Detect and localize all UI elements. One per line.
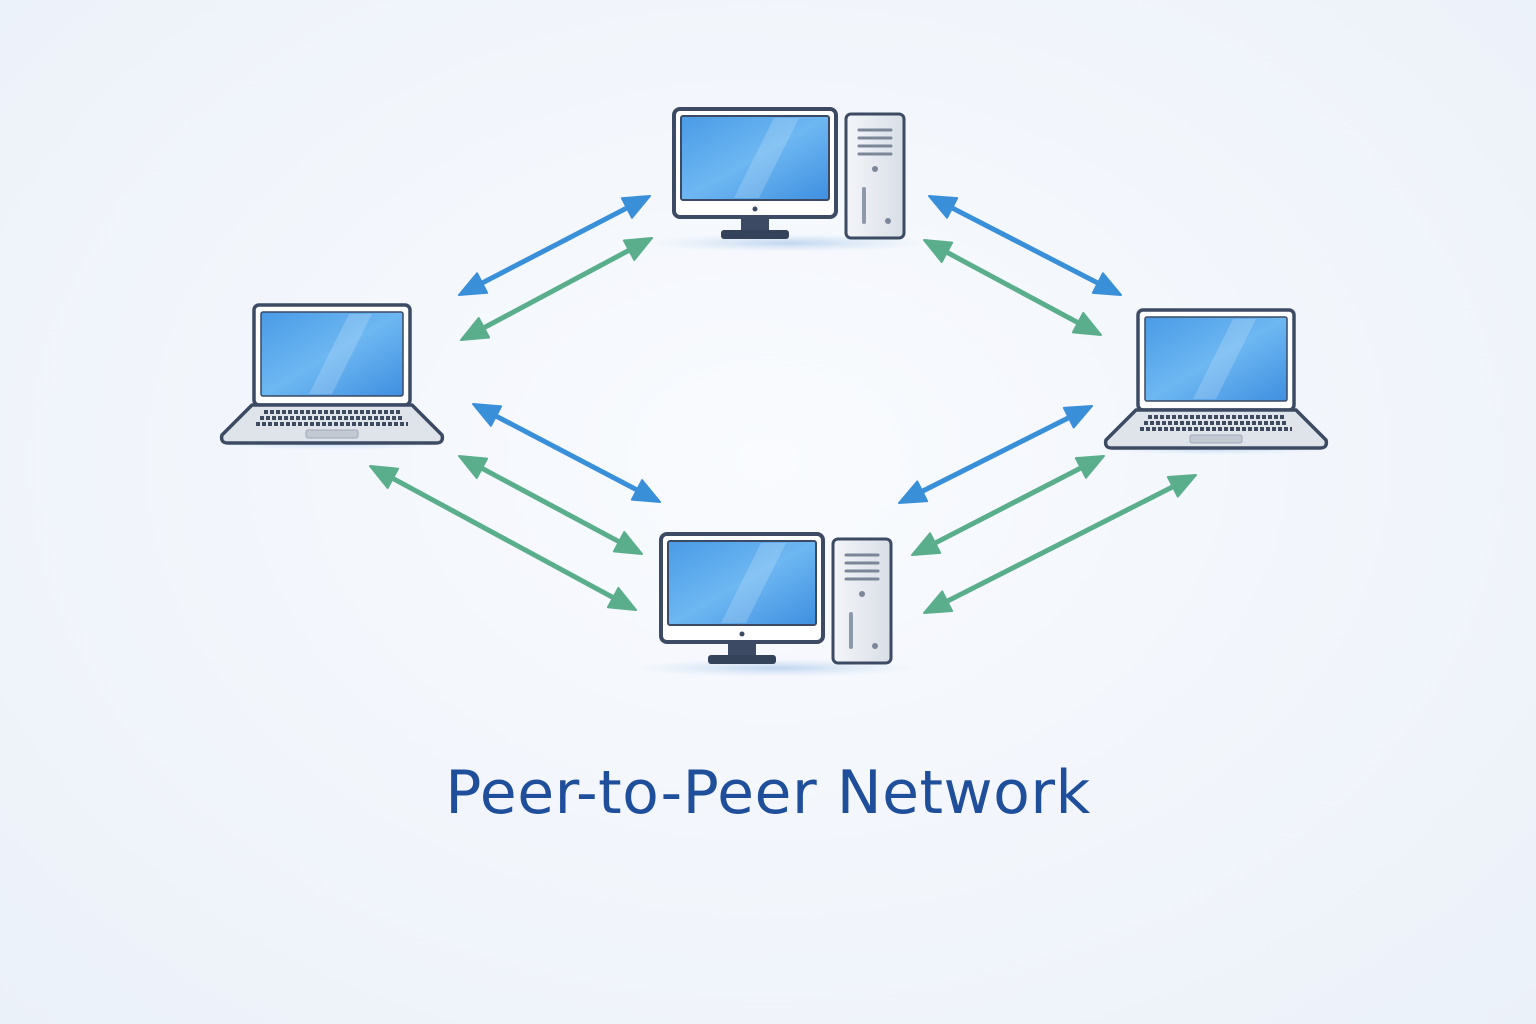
arrowhead-icon: [458, 455, 489, 479]
link-desktop-top-laptop-left-1: [460, 237, 653, 341]
link-laptop-right-desktop-bottom-9: [923, 474, 1197, 614]
laptop-keyboard-base: [1103, 408, 1329, 450]
node-laptop-left: [214, 303, 450, 450]
tower-icon: [831, 537, 893, 665]
laptop-icon: [252, 303, 412, 407]
link-line: [927, 462, 1089, 549]
laptop-icon: [1136, 308, 1296, 412]
monitor-icon: [672, 107, 838, 219]
link-laptop-left-desktop-bottom-5: [458, 455, 643, 555]
arrowhead-icon: [1062, 405, 1093, 429]
tower-icon: [844, 112, 906, 240]
link-laptop-right-desktop-bottom-8: [911, 455, 1105, 556]
node-desktop-bottom: [635, 532, 915, 677]
arrowhead-icon: [369, 465, 400, 490]
arrowhead-icon: [923, 239, 954, 263]
monitor-icon: [659, 532, 825, 644]
arrowhead-icon: [630, 479, 661, 503]
link-line: [939, 481, 1181, 607]
nodes-layer: [214, 107, 1334, 677]
link-line: [914, 412, 1077, 497]
arrowhead-icon: [923, 590, 954, 614]
links-layer: [369, 195, 1197, 614]
link-line: [488, 410, 645, 496]
arrowhead-icon: [458, 272, 489, 296]
node-desktop-top: [648, 107, 928, 252]
arrowhead-icon: [1071, 312, 1102, 336]
link-laptop-left-desktop-bottom-4: [472, 403, 661, 503]
arrowhead-icon: [620, 195, 651, 219]
arrowhead-icon: [622, 237, 653, 261]
link-laptop-right-desktop-bottom-7: [898, 405, 1093, 504]
arrowhead-icon: [606, 586, 637, 611]
link-laptop-left-desktop-bottom-6: [369, 465, 637, 611]
arrowhead-icon: [1166, 474, 1197, 498]
link-line: [944, 202, 1106, 289]
link-line: [939, 246, 1086, 329]
arrowhead-icon: [1091, 272, 1122, 296]
arrowhead-icon: [928, 195, 959, 219]
link-line: [476, 244, 637, 334]
laptop-keyboard-base: [219, 403, 445, 445]
link-line: [474, 202, 635, 289]
link-line: [474, 462, 627, 548]
monitor-stand: [741, 217, 769, 231]
monitor-base: [708, 655, 776, 664]
monitor-base: [721, 230, 789, 239]
arrowhead-icon: [911, 532, 942, 556]
arrowhead-icon: [612, 531, 643, 555]
arrowhead-icon: [460, 317, 491, 341]
arrowhead-icon: [472, 403, 503, 427]
arrowhead-icon: [1074, 455, 1105, 479]
arrowhead-icon: [898, 480, 929, 504]
link-line: [385, 473, 621, 603]
link-desktop-top-laptop-left-0: [458, 195, 651, 296]
monitor-stand: [728, 642, 756, 656]
node-laptop-right: [1098, 308, 1334, 455]
link-desktop-top-laptop-right-2: [928, 195, 1122, 296]
link-desktop-top-laptop-right-3: [923, 239, 1102, 336]
diagram-title: Peer-to-Peer Network: [445, 758, 1091, 828]
